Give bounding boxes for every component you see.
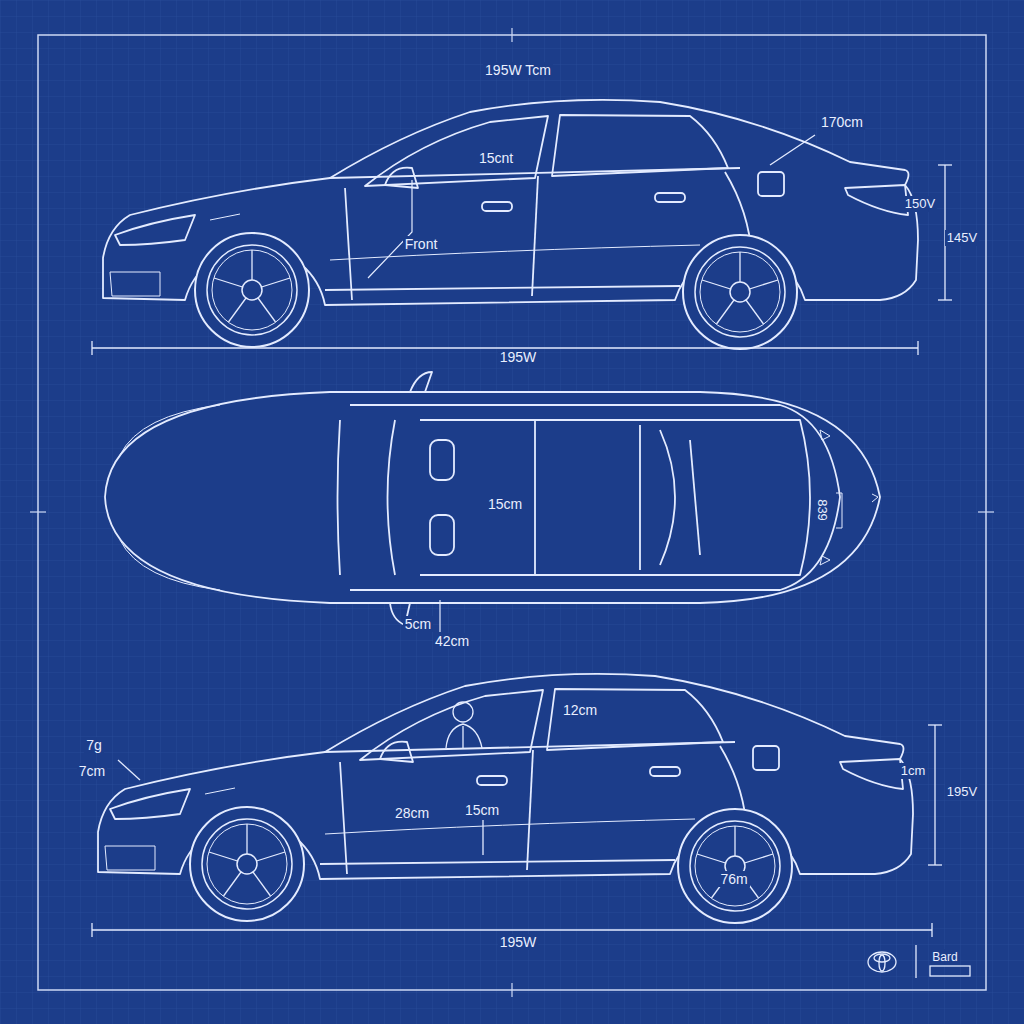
dimension-label: 28cm [393, 805, 431, 821]
dimension-label: 76m [718, 871, 749, 887]
dimension-label: 195W [498, 934, 539, 950]
dimension-label: 195V [945, 784, 979, 800]
dimension-label: 195W Tcm [483, 62, 553, 78]
dimension-label: 150V [903, 196, 937, 212]
dimension-label: 42cm [433, 633, 471, 649]
dimension-label: 7g [84, 737, 104, 753]
dimension-label: Bard [930, 949, 959, 965]
dimension-label: 1cm [899, 763, 928, 779]
dimension-label: 195W [498, 349, 539, 365]
dimension-label: 15cm [463, 802, 501, 818]
dimension-label: 170cm [819, 114, 865, 130]
dimension-label: Front [403, 236, 440, 252]
dimension-label: 5cm [403, 616, 433, 632]
dimension-label: 12cm [561, 702, 599, 718]
dimension-label: 15cm [486, 496, 524, 512]
dimension-label: 7cm [77, 763, 107, 779]
dimension-label: 15cnt [477, 150, 515, 166]
dimension-label: 145V [945, 230, 979, 246]
dimension-label: 839 [814, 497, 830, 523]
